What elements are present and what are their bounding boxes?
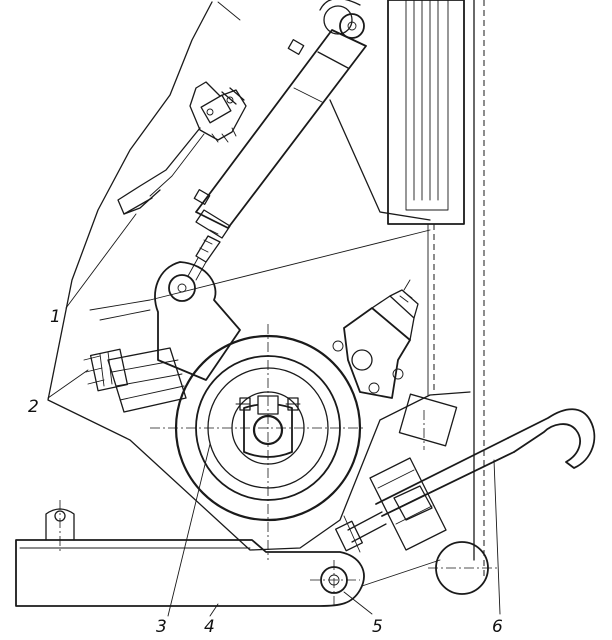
swing-lever — [83, 261, 241, 413]
stop-damper-assembly — [332, 279, 419, 399]
leader-lines — [47, 213, 501, 617]
eccentric-drum — [150, 324, 366, 560]
limit-switch-bracket — [117, 81, 247, 215]
machine-body-outline — [47, 1, 471, 551]
callout-6: 6 — [492, 617, 503, 637]
hydraulic-cylinder — [187, 13, 367, 281]
callout-labels: 1 2 3 4 5 6 — [28, 307, 503, 637]
vertical-guide-column — [319, 0, 485, 580]
callout-5: 5 — [372, 617, 383, 637]
callout-4: 4 — [204, 617, 215, 637]
callout-2: 2 — [28, 397, 39, 417]
wedge-block — [398, 393, 458, 450]
bottom-pulley — [361, 541, 498, 595]
base-lever-plate — [15, 500, 365, 607]
tie-rod-with-hook — [335, 408, 596, 553]
callout-3: 3 — [156, 617, 167, 637]
callout-1: 1 — [50, 307, 61, 327]
